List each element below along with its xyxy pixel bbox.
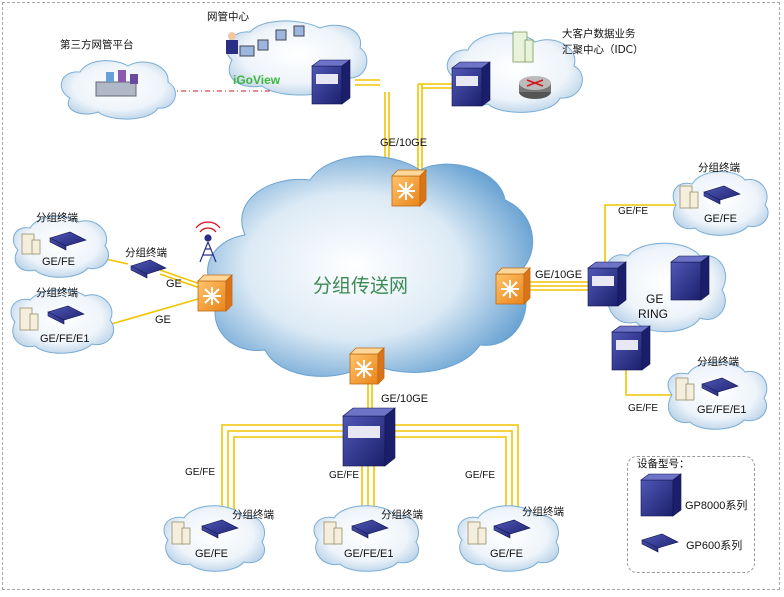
third-party-nms-label: 第三方网管平台	[60, 39, 134, 51]
terminal-title: 分组终端	[36, 212, 78, 224]
link-label-bottom-mid: GE/FE	[329, 470, 360, 481]
link-ge-upper	[159, 269, 201, 289]
terminal-title: 分组终端	[698, 162, 740, 174]
legend-gp8000-icon	[640, 473, 682, 517]
legend-gp600-label: GP600系列	[686, 540, 743, 552]
gp8000-device-icon	[451, 61, 491, 107]
terminal-service: GE/FE	[42, 256, 76, 268]
link-label-ring-upper: GE/FE	[618, 206, 649, 217]
core-network-cloud	[207, 155, 534, 377]
link-label-ge-lower: GE	[155, 314, 171, 326]
terminal-service: GE/FE/E1	[344, 548, 394, 560]
link-label-ge-upper: GE	[166, 278, 182, 290]
gp600-device-icon	[47, 305, 85, 325]
gp8000-devices	[311, 59, 710, 467]
antenna-tower-icon	[195, 221, 221, 263]
link-label-top: GE/10GE	[380, 137, 428, 149]
link-bottom-right	[395, 424, 519, 520]
building-icon	[171, 521, 191, 545]
gp600-device-icon	[703, 185, 741, 205]
building-icon	[21, 233, 41, 255]
router-icon	[495, 267, 531, 305]
legend-title: 设备型号：	[637, 458, 690, 470]
gp8000-device-icon	[670, 255, 710, 301]
terminal-title: 分组终端	[36, 287, 78, 299]
building-icon	[467, 521, 487, 545]
router-icon	[197, 274, 233, 312]
gp600-device-icon	[49, 231, 87, 251]
link-label-ring-lower: GE/FE	[628, 403, 659, 414]
ring-label-line1: GE	[646, 292, 664, 306]
terminal-service: GE/FE	[195, 548, 229, 560]
link-bottom	[367, 380, 373, 408]
link-ge-lower	[107, 298, 199, 326]
terminal-title: 分组终端	[125, 247, 167, 259]
building-icon	[679, 185, 699, 209]
routers	[197, 169, 531, 385]
link-ring-upper-fe	[604, 204, 676, 275]
terminal-cloud-right-upper	[672, 170, 769, 236]
third-party-server-icon	[95, 70, 138, 97]
terminal-cloud-bottom-mid	[313, 505, 420, 572]
building-icons	[19, 31, 699, 545]
gp8000-device-icon	[611, 325, 651, 371]
gp8000-device-icon	[311, 59, 351, 105]
core-network-label: 分组传送网	[313, 275, 409, 297]
idc-label-line1: 大客户数据业务	[562, 28, 636, 40]
terminal-service: GE/FE/E1	[697, 404, 747, 416]
idc-label-line2: 汇聚中心（IDC）	[562, 44, 644, 56]
terminal-service: GE/FE	[490, 548, 524, 560]
legend-box	[627, 456, 755, 573]
terminal-title: 分组终端	[232, 509, 274, 521]
building-icon	[19, 307, 39, 331]
gp600-device-icon	[130, 259, 167, 279]
link-bottom-left	[221, 424, 345, 520]
terminal-service: GE/FE	[704, 213, 738, 225]
legend-gp8000-label: GP8000系列	[685, 500, 748, 512]
gp600-device-icon	[701, 377, 739, 397]
gp600-device-icon	[351, 519, 389, 539]
link-ring	[530, 281, 590, 291]
building-icon	[675, 377, 695, 401]
gp600-device-icon	[201, 519, 239, 539]
gp8000-device-icon	[587, 261, 627, 307]
gp600-device-icon	[493, 519, 531, 539]
terminal-service: GE/FE/E1	[40, 333, 90, 345]
ring-label-line2: RING	[638, 307, 668, 321]
legend-gp600-icon	[641, 533, 679, 553]
link-label-bottom-left: GE/FE	[185, 467, 216, 478]
terminal-title: 分组终端	[381, 509, 423, 521]
gp8000-device-icon	[342, 407, 396, 467]
igoview-label: iGoView	[233, 73, 281, 87]
link-ring-lower-fe	[625, 360, 676, 396]
building-icon	[323, 521, 343, 545]
link-label-bottom-right: GE/FE	[465, 470, 496, 481]
link-label-bottom: GE/10GE	[381, 393, 429, 405]
router-icon	[349, 347, 385, 385]
terminal-title: 分组终端	[522, 506, 564, 518]
idc-router-icon	[519, 76, 551, 99]
router-icon	[391, 169, 427, 207]
terminal-cloud-bottom-right	[457, 505, 560, 572]
idc-building-icon	[512, 31, 534, 63]
gp600-devices	[47, 185, 741, 539]
link-idc	[417, 84, 423, 170]
nms-center-label: 网管中心	[207, 11, 249, 23]
operator-workstation-icon	[226, 25, 305, 57]
link-label-right: GE/10GE	[535, 269, 583, 281]
terminal-cloud-bottom-left	[163, 505, 266, 572]
diagram-frame	[2, 2, 780, 590]
terminal-title: 分组终端	[697, 356, 739, 368]
